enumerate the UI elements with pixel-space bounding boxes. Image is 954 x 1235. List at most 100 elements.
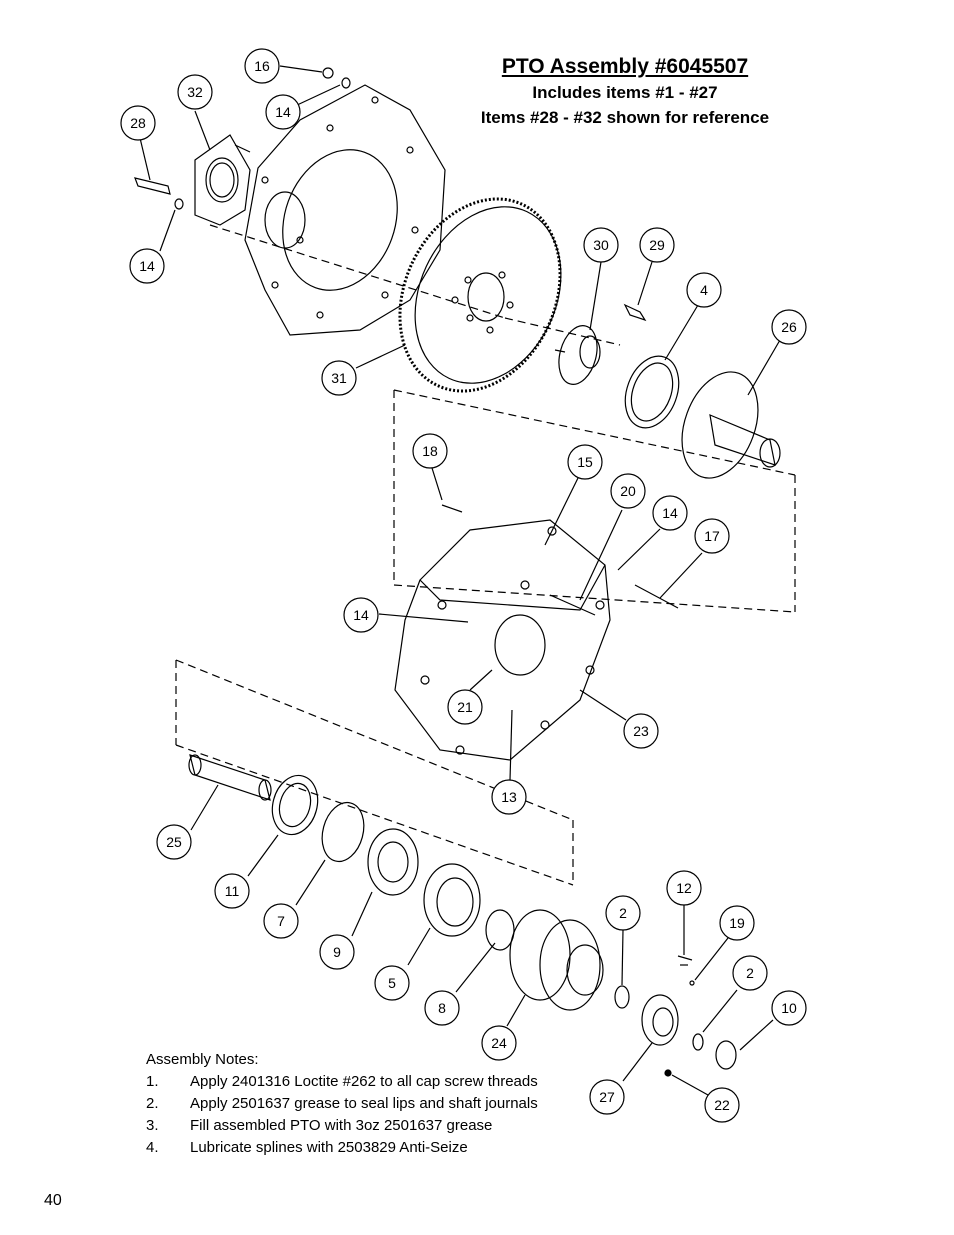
callout-2: 2 [605, 895, 641, 931]
o-ring-2-left [614, 985, 630, 1009]
note-text: Apply 2401316 Loctite #262 to all cap sc… [190, 1073, 538, 1090]
callout-circle [589, 1079, 625, 1115]
callout-24: 24 [481, 1025, 517, 1061]
callout-10: 10 [771, 990, 807, 1026]
callout-27: 27 [589, 1079, 625, 1115]
callout-5: 5 [374, 965, 410, 1001]
callout-label: 21 [457, 699, 473, 715]
callout-label: 8 [438, 1000, 446, 1016]
stud-20 [549, 594, 596, 616]
callout-circle [771, 990, 807, 1026]
sheave-pulley [509, 909, 604, 1011]
diagram-title-block: PTO Assembly #6045507 Includes items #1 … [440, 54, 810, 130]
snap-ring-7 [321, 801, 365, 863]
includes-line: Includes items #1 - #27 [532, 83, 718, 102]
callout-circle [481, 1025, 517, 1061]
callout-26: 26 [771, 309, 807, 345]
note-number: 3. [146, 1117, 159, 1134]
callout-circle [214, 873, 250, 909]
coupling-hub [554, 325, 601, 385]
note-row: 4.Lubricate splines with 2503829 Anti-Se… [146, 1137, 538, 1159]
callout-11: 11 [214, 873, 250, 909]
callout-label: 13 [501, 789, 517, 805]
o-ring-2-right [692, 1033, 704, 1051]
callout-14: 14 [343, 597, 379, 633]
callout-label: 2 [619, 905, 627, 921]
callout-8: 8 [424, 990, 460, 1026]
splined-shaft [188, 754, 272, 801]
callout-15: 15 [567, 444, 603, 480]
note-row: 3. Fill assembled PTO with 3oz 2501637 gr… [146, 1115, 538, 1137]
callout-9: 9 [319, 934, 355, 970]
washer-14-top [341, 77, 351, 89]
washer-14-upper-left [174, 198, 184, 210]
callout-32: 32 [177, 74, 213, 110]
callout-label: 27 [599, 1089, 615, 1105]
callout-circle [265, 94, 301, 130]
callout-17: 17 [694, 518, 730, 554]
plug-19 [689, 980, 695, 986]
callout-circle [694, 518, 730, 554]
callout-label: 31 [331, 370, 347, 386]
callout-label: 24 [491, 1035, 507, 1051]
callout-label: 20 [620, 483, 636, 499]
callout-14: 14 [265, 94, 301, 130]
callout-label: 4 [700, 282, 708, 298]
callout-circle [704, 1087, 740, 1123]
note-row: 2.Apply 2501637 grease to seal lips and … [146, 1093, 538, 1115]
callout-label: 26 [781, 319, 797, 335]
callout-22: 22 [704, 1087, 740, 1123]
callout-16: 16 [244, 48, 280, 84]
note-row: 1.Apply 2401316 Loctite #262 to all cap … [146, 1071, 538, 1093]
nut-16 [322, 67, 334, 79]
callout-label: 22 [714, 1097, 730, 1113]
callout-circle [374, 965, 410, 1001]
callout-circle [244, 48, 280, 84]
callout-circle [610, 473, 646, 509]
callout-label: 7 [277, 913, 285, 929]
callout-label: 9 [333, 944, 341, 960]
end-cap [641, 994, 679, 1046]
callout-29: 29 [639, 227, 675, 263]
callout-circle [319, 934, 355, 970]
callout-14: 14 [652, 495, 688, 531]
callout-circle [491, 779, 527, 815]
callout-label: 14 [353, 607, 369, 623]
callout-19: 19 [719, 905, 755, 941]
snap-ring-10 [715, 1040, 737, 1070]
callout-circle [732, 955, 768, 991]
bearing-9 [367, 828, 419, 896]
callout-circle [583, 227, 619, 263]
callout-label: 29 [649, 237, 665, 253]
note-text: Apply 2501637 grease to seal lips and sh… [190, 1095, 538, 1112]
callout-23: 23 [623, 713, 659, 749]
bolt-29 [623, 303, 647, 322]
callout-12: 12 [666, 870, 702, 906]
callout-circle [771, 309, 807, 345]
callout-circle [343, 597, 379, 633]
note-text: Fill assembled PTO with 3oz 2501637 grea… [190, 1117, 493, 1134]
drive-flange [681, 371, 781, 479]
callout-label: 25 [166, 834, 182, 850]
assembly-title: PTO Assembly #6045507 [501, 55, 749, 78]
callout-label: 28 [130, 115, 146, 131]
callout-2: 2 [732, 955, 768, 991]
callout-label: 23 [633, 723, 649, 739]
callout-label: 15 [577, 454, 593, 470]
callout-14: 14 [129, 248, 165, 284]
page-number: 40 [44, 1192, 62, 1209]
callout-label: 2 [746, 965, 754, 981]
callout-label: 18 [422, 443, 438, 459]
assembly-axis-lines [175, 224, 796, 966]
callout-label: 12 [676, 880, 692, 896]
bolt-17 [634, 584, 679, 609]
bearing-5 [423, 863, 481, 937]
pto-housing [394, 519, 611, 761]
callout-label: 19 [729, 915, 745, 931]
callout-13: 13 [491, 779, 527, 815]
callout-circle [623, 713, 659, 749]
callout-4: 4 [686, 272, 722, 308]
callout-circle [639, 227, 675, 263]
callout-21: 21 [447, 689, 483, 725]
